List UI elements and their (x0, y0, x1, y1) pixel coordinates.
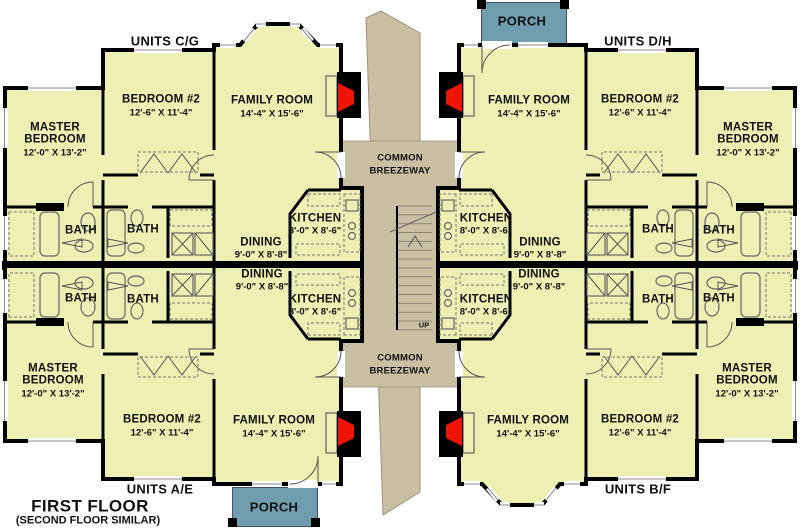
breezeway-label: COMMON (377, 352, 423, 364)
breezeway-label: BREEZEWAY (369, 165, 431, 177)
room-label: BATH (703, 292, 735, 305)
stair-shaft (363, 186, 437, 344)
room-label: KITCHEN (288, 293, 342, 306)
room-label: KITCHEN (288, 212, 342, 225)
room-label: BATH (127, 223, 159, 236)
room-label: FAMILY ROOM (487, 94, 571, 107)
stairs-up-label: UP (418, 320, 430, 330)
breezeway-lower-band (338, 340, 462, 388)
room-dims: 12'-0" X 13'-2" (23, 147, 87, 159)
room-dims: 12'-6" X 11'-4" (608, 427, 672, 439)
room-label: BEDROOM (22, 374, 84, 387)
room-dims: 14'-4" X 15'-6" (242, 428, 306, 440)
room-label: BATH (65, 224, 97, 237)
room-label: BATH (127, 293, 159, 306)
porch-label: PORCH (497, 13, 547, 29)
room-label: BEDROOM #2 (121, 93, 201, 106)
stair-up-arrow-icon (407, 234, 423, 248)
plan-title: FIRST FLOOR (31, 496, 149, 516)
room-dims: 9'-0" X 8'-8" (512, 281, 566, 293)
porch-bottom (232, 487, 318, 527)
room-label: MASTER (723, 121, 773, 134)
unit-label-dh: UNITS D/H (604, 33, 672, 49)
room-label: BATH (703, 224, 735, 237)
room-label: KITCHEN (459, 293, 513, 306)
room-label: BATH (642, 223, 674, 236)
mid-party-wall-right (437, 261, 798, 270)
room-dims: 14'-4" X 15'-6" (497, 108, 561, 120)
room-dims: 9'-0" X 8'-8" (235, 281, 289, 293)
room-dims: 12'-6" X 11'-4" (129, 107, 193, 119)
stair-treads (397, 205, 432, 331)
porch-label: PORCH (249, 499, 299, 515)
room-dims: 8'-0" X 8'-6" (459, 225, 513, 237)
room-dims: 12'-0" X 13'-2" (715, 388, 779, 400)
unit-label-bf: UNITS B/F (604, 481, 672, 497)
room-dims: 14'-4" X 15'-6" (240, 108, 304, 120)
room-dims: 9'-0" X 8'-8" (513, 249, 567, 261)
room-label: DINING (240, 236, 282, 249)
room-label: MASTER (722, 362, 772, 375)
porch-bottom-post-left (228, 518, 237, 527)
room-label: BEDROOM (717, 133, 779, 146)
porch-top-post-left (477, 0, 486, 9)
room-label: FAMILY ROOM (486, 414, 570, 427)
room-dims: 8'-0" X 8'-6" (288, 225, 342, 237)
breezeway-label: BREEZEWAY (369, 365, 431, 377)
plan-subtitle: (SECOND FLOOR SIMILAR) (15, 514, 161, 527)
room-dims: 8'-0" X 8'-6" (459, 306, 513, 318)
room-dims: 12'-0" X 13'-2" (716, 147, 780, 159)
room-label: BEDROOM (716, 374, 778, 387)
room-label: BEDROOM #2 (122, 413, 202, 426)
mid-party-wall-left (2, 261, 363, 270)
room-label: DINING (241, 268, 283, 281)
room-dims: 12'-6" X 11'-4" (130, 427, 194, 439)
room-dims: 14'-4" X 15'-6" (496, 428, 560, 440)
room-dims: 12'-0" X 13'-2" (21, 388, 85, 400)
room-dims: 8'-0" X 8'-6" (288, 306, 342, 318)
room-label: BATH (65, 292, 97, 305)
unit-label-cg: UNITS C/G (130, 33, 200, 49)
room-label: BATH (642, 293, 674, 306)
room-dims: 9'-0" X 8'-8" (234, 249, 288, 261)
room-label: BEDROOM #2 (600, 413, 680, 426)
porch-top (481, 2, 567, 45)
porch-top-post-right (560, 0, 569, 9)
breezeway-upper-band (338, 140, 462, 188)
room-label: BEDROOM (24, 133, 86, 146)
stair-break-line (389, 211, 437, 233)
room-dims: 12'-6" X 11'-4" (608, 107, 672, 119)
room-label: KITCHEN (459, 212, 513, 225)
room-label: DINING (519, 236, 561, 249)
unit-label-ae: UNITS A/E (126, 481, 194, 497)
room-label: MASTER (28, 362, 78, 375)
room-label: FAMILY ROOM (230, 94, 314, 107)
room-label: MASTER (30, 121, 80, 134)
room-label: BEDROOM #2 (600, 93, 680, 106)
breezeway-label: COMMON (377, 152, 423, 164)
room-label: FAMILY ROOM (232, 414, 316, 427)
porch-bottom-post-right (311, 518, 320, 527)
room-label: DINING (518, 268, 560, 281)
